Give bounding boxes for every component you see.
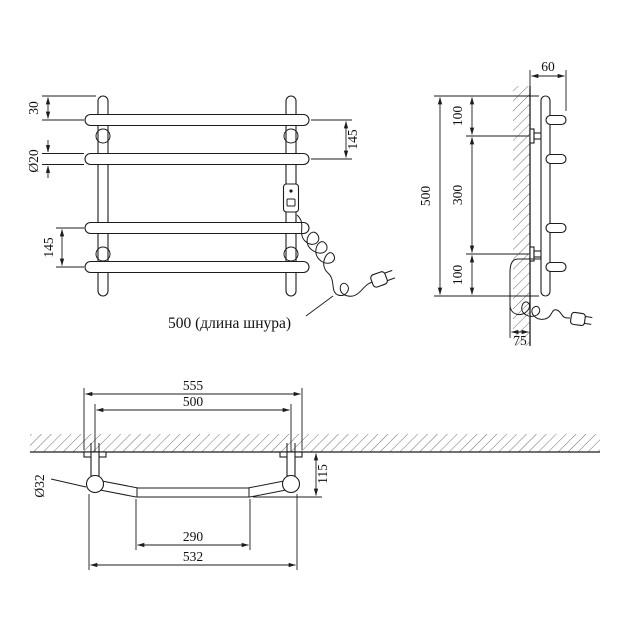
dim-overall-width: 532 [88,494,298,570]
front-view: 30 Ø20 145 145 500 (длина шнура) [26,95,396,332]
dim-label-145-right: 145 [345,129,360,150]
bar-end-side [545,261,567,273]
dim-label-100-bottom: 100 [450,265,465,286]
dim-right-bar-spacing: 145 [311,119,360,160]
plug-body [370,271,388,288]
post-section-circle [281,474,301,494]
control-box [282,183,300,213]
plug-prong [384,269,393,274]
towel-bar-2 [84,152,310,166]
plug-body [570,311,586,327]
towel-bar-plan [99,480,287,498]
dim-label-100-top: 100 [450,106,465,127]
dim-label-75: 75 [513,333,527,348]
left-post [97,95,109,297]
dim-tube-diameter: Ø20 [26,140,84,178]
dim-label-d32: Ø32 [32,474,47,497]
post-section-circle [85,474,105,494]
bar-end-side [545,114,567,126]
wall-hatching-plan [30,434,600,452]
bar-end-side [545,153,567,165]
side-view: 60 100 300 100 500 75 [418,59,593,348]
dim-label-d20: Ø20 [26,149,41,172]
mount-circle [95,128,111,144]
power-plug [370,269,396,288]
plug-prong [387,277,396,282]
cord-label-leader [305,295,334,317]
dim-label-500-height: 500 [418,186,433,207]
dim-bracket-outer-width: 555 [83,378,303,450]
dim-label-300: 300 [450,185,465,206]
dim-label-500-width: 500 [183,394,204,409]
dim-label-290: 290 [183,529,204,544]
plug-prong [585,315,593,318]
dim-post-diameter: Ø32 [32,474,87,498]
power-plug-side [570,311,593,327]
dim-inner-flat-width: 290 [135,499,251,550]
dim-overall-height: 500 [418,97,443,295]
dim-cord-wall-distance: 75 [509,306,529,348]
dim-wall-offset: 60 [529,59,567,111]
dim-label-60: 60 [541,59,555,74]
upper-wall-bracket [529,128,544,144]
towel-bar-4 [84,260,310,274]
dim-left-bar-spacing: 145 [41,227,84,268]
dim-label-115: 115 [315,464,330,484]
dim-label-555: 555 [183,378,204,393]
dim-bracket-chain: 100 300 100 [450,97,475,295]
indicator-led [289,189,293,193]
dim-label-30: 30 [26,101,41,115]
plan-view: 555 500 Ø32 115 290 [30,378,600,570]
towel-bar-3 [84,221,310,235]
wall-hatching [513,86,530,346]
bar-end-side [545,222,567,234]
post-side-profile [540,95,551,297]
plug-prong [584,322,592,325]
cord-length-label: 500 (длина шнура) [168,315,291,332]
dim-label-532: 532 [183,549,203,564]
mount-circle [283,128,299,144]
power-cord [296,214,373,297]
right-bracket-plan [279,443,303,477]
dim-top-offset: 30 [26,95,96,121]
dim-label-145-left: 145 [41,237,56,258]
dim-wall-clearance: 115 [253,453,330,498]
dim-mounting-width: 500 [94,394,292,452]
towel-bar-1 [84,113,310,127]
control-switch [286,198,296,207]
